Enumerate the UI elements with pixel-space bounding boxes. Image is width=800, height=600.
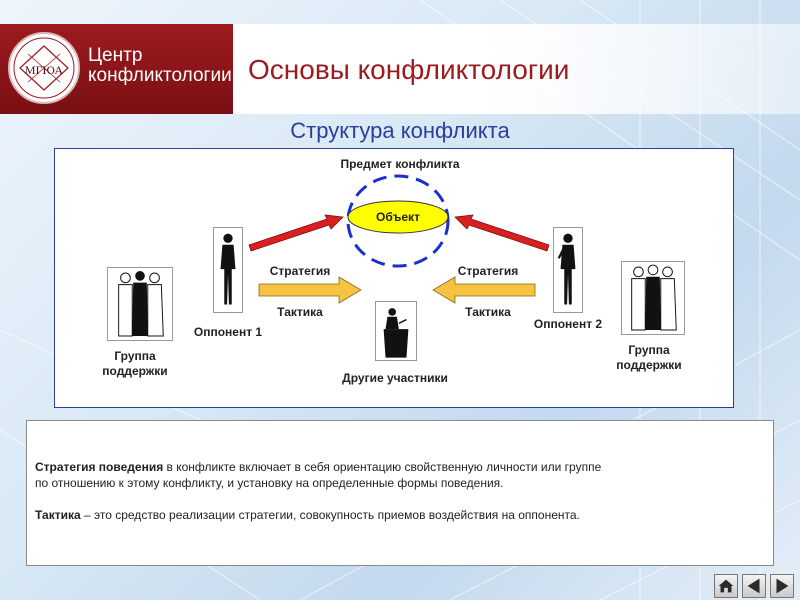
red-arrow-right [454, 214, 550, 252]
logo-line-2: конфликтологии [88, 65, 232, 86]
definitions-box: Стратегия поведения в конфликте включает… [26, 420, 774, 566]
logo-text: Центр конфликтологии [88, 46, 232, 86]
support-group-right-label: Группа поддержки [616, 343, 682, 372]
yellow-arrow-right [432, 276, 536, 304]
yellow-arrow-left [258, 276, 362, 304]
support-group-right-figure [621, 261, 685, 335]
strategy-term: Стратегия поведения [35, 460, 164, 474]
strategy-left-label: Стратегия [269, 264, 331, 278]
support-group-left-label: Группа поддержки [102, 349, 168, 378]
person-icon [557, 233, 576, 305]
tactics-right-label: Тактика [465, 305, 511, 319]
home-icon [718, 579, 734, 593]
red-arrow-left [248, 214, 344, 252]
strategy-definition-line1: в конфликте включает в себя ориентацию с… [163, 460, 602, 474]
slide-subtitle: Структура конфликта [290, 118, 510, 143]
tactics-left-label: Тактика [277, 305, 323, 319]
subject-label: Предмет конфликта [340, 157, 460, 171]
object-oval [347, 200, 449, 234]
home-button[interactable] [714, 574, 738, 598]
group-icon [631, 264, 677, 331]
strategy-definition-line2: по отношению к этому конфликту, и устано… [35, 476, 504, 490]
triangle-left-icon [747, 578, 760, 594]
support-group-left-figure [107, 267, 173, 341]
strategy-right-label: Стратегия [457, 264, 519, 278]
subject-ellipse [346, 174, 450, 268]
tactics-definition-text: – это средство реализации стратегии, сов… [80, 508, 580, 522]
previous-slide-button[interactable] [742, 574, 766, 598]
person-icon [220, 233, 236, 305]
opponent-2-label: Оппонент 2 [533, 317, 603, 331]
triangle-right-icon [776, 578, 789, 594]
opponent-1-label: Оппонент 1 [193, 325, 263, 339]
other-participants-figure [375, 301, 417, 361]
other-participants-label: Другие участники [342, 371, 448, 385]
page-title: Основы конфликтологии [248, 54, 570, 85]
group-icon [118, 271, 164, 337]
diagram-graphics [248, 174, 550, 304]
next-slide-button[interactable] [770, 574, 794, 598]
object-label: Объект [376, 210, 420, 224]
logo-line-1: Центр [88, 45, 143, 66]
svg-text:МГЮА: МГЮА [25, 63, 63, 77]
conflict-structure-diagram: Предмет конфликта Объект Стратегия Страт… [54, 148, 734, 408]
speaker-podium-icon [383, 308, 409, 358]
opponent-1-figure [213, 227, 243, 313]
tactics-definition: Тактика – это средство реализации страте… [35, 507, 763, 523]
tactics-term: Тактика [35, 508, 81, 522]
strategy-definition: Стратегия поведения в конфликте включает… [35, 459, 763, 491]
logo-emblem: МГЮА [6, 30, 82, 106]
opponent-2-figure [553, 227, 583, 313]
